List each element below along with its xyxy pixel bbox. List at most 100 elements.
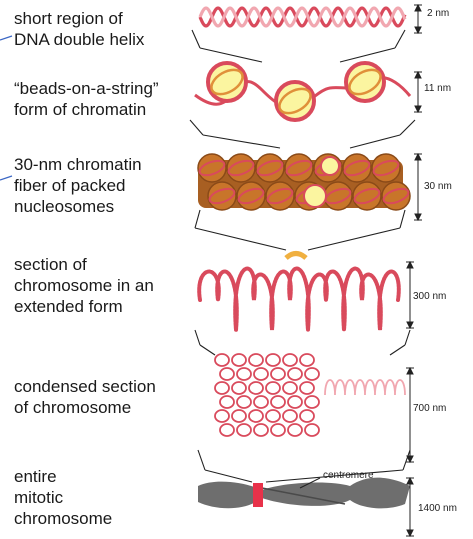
label-line: entire <box>14 466 112 487</box>
chromatin-fiber-drawing <box>198 154 411 210</box>
connector-line <box>190 120 203 135</box>
arrow-head <box>415 154 421 160</box>
arrow-head <box>407 262 413 268</box>
condensed-loop <box>300 354 314 366</box>
bracket-line <box>0 36 12 40</box>
double-helix-drawing <box>200 8 405 26</box>
label-line: of chromosome <box>14 397 156 418</box>
condensed-loop <box>266 382 280 394</box>
condensed-loop <box>266 410 280 422</box>
label-line: fiber of packed <box>14 175 142 196</box>
condensed-loop <box>237 368 251 380</box>
scale-label-30nm: 30 nm <box>424 181 452 192</box>
panel-label-mitotic: entire mitotic chromosome <box>14 466 112 529</box>
arrow-head <box>407 368 413 374</box>
beads-on-string-drawing <box>195 63 410 120</box>
condensed-chromatin-drawing <box>215 354 405 436</box>
connector-line <box>195 330 200 345</box>
arrow-head <box>415 106 421 112</box>
connector-line <box>200 345 215 355</box>
condensed-loop <box>288 396 302 408</box>
condensed-loop <box>271 368 285 380</box>
label-line: condensed section <box>14 376 156 397</box>
condensed-loop <box>288 424 302 436</box>
label-line: section of <box>14 254 154 275</box>
connector-line <box>400 120 415 135</box>
arrow-head <box>407 456 413 462</box>
condensed-loop <box>266 354 280 366</box>
condensed-loop <box>237 424 251 436</box>
fiber-segment-highlight <box>286 254 306 259</box>
side-brackets <box>0 36 12 180</box>
connector-line <box>203 135 280 148</box>
helix-strand <box>200 8 405 26</box>
highlighted-nucleosome <box>304 185 326 207</box>
condensed-loop <box>288 368 302 380</box>
condensed-loop <box>305 368 319 380</box>
connector-line <box>350 135 400 148</box>
arrow-head <box>415 214 421 220</box>
label-line: DNA double helix <box>14 29 144 50</box>
condensed-loop <box>254 424 268 436</box>
connector-line <box>198 450 205 470</box>
condensed-loop <box>249 354 263 366</box>
arrow-head <box>415 5 421 11</box>
condensed-loop <box>232 382 246 394</box>
condensed-loop <box>283 354 297 366</box>
condensed-loop <box>254 396 268 408</box>
chromatin-loop-drawing <box>199 254 399 331</box>
chromosome-body <box>198 478 410 509</box>
scale-label-1400nm: 1400 nm <box>418 503 457 514</box>
label-line: “beads-on-a-string” <box>14 78 159 99</box>
panel-label-extended: section of chromosome in an extended for… <box>14 254 154 317</box>
highlighted-nucleosome <box>321 157 339 175</box>
connector-line <box>192 30 200 48</box>
connector-line <box>395 30 405 48</box>
mitotic-chromosome-drawing <box>198 478 410 509</box>
condensed-loop <box>271 424 285 436</box>
condensed-loop <box>220 396 234 408</box>
panel-label-30nm-fiber: 30-nm chromatin fiber of packed nucleoso… <box>14 154 142 217</box>
condensed-loop <box>249 382 263 394</box>
condensed-loop <box>300 382 314 394</box>
connector-line <box>340 48 395 62</box>
condensed-loop <box>232 354 246 366</box>
condensed-loop <box>283 382 297 394</box>
label-line: mitotic <box>14 487 112 508</box>
connector-line <box>390 345 405 355</box>
condensed-loop <box>305 424 319 436</box>
connector-line <box>400 210 405 228</box>
label-line: short region of <box>14 8 144 29</box>
connector-line <box>195 228 286 250</box>
label-line: chromosome <box>14 508 112 529</box>
condensed-loop <box>300 410 314 422</box>
arrow-head <box>407 322 413 328</box>
centromere-band <box>253 483 263 507</box>
scale-bars <box>406 5 422 536</box>
bracket-line <box>0 176 12 180</box>
condensed-loop <box>215 382 229 394</box>
scale-label-300nm: 300 nm <box>413 291 446 302</box>
connector-line <box>405 330 410 345</box>
condensed-loop <box>271 396 285 408</box>
label-line: nucleosomes <box>14 196 142 217</box>
condensed-loop <box>215 410 229 422</box>
arrow-head <box>407 530 413 536</box>
label-line: chromosome in an <box>14 275 154 296</box>
unfolding-loops <box>325 380 405 395</box>
condensed-loop <box>232 410 246 422</box>
scale-label-11nm: 11 nm <box>424 83 451 94</box>
arrow-head <box>415 27 421 33</box>
label-line: extended form <box>14 296 154 317</box>
condensed-loop <box>220 368 234 380</box>
chromatin-loops <box>199 269 399 330</box>
arrow-head <box>415 72 421 78</box>
condensed-loop <box>215 354 229 366</box>
condensed-loop <box>305 396 319 408</box>
connector-line <box>200 48 262 62</box>
panel-label-condensed: condensed section of chromosome <box>14 376 156 418</box>
condensed-loop <box>283 410 297 422</box>
connector-line <box>308 228 400 250</box>
scale-label-2nm: 2 nm <box>427 8 449 19</box>
condensed-loop <box>237 396 251 408</box>
